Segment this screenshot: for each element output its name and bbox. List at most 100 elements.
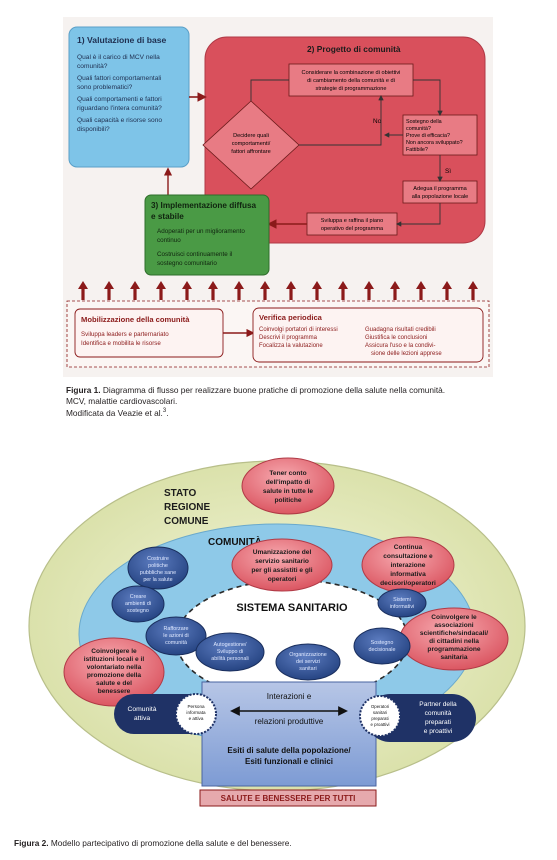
arrow-consider-decide xyxy=(250,79,289,101)
ist-bubble-l2: istituzioni locali e il xyxy=(84,656,145,663)
develop-l1: Sviluppa e raffina il piano xyxy=(321,218,383,224)
up-arrow-head xyxy=(78,281,88,289)
autog-l3: abilità personali xyxy=(211,656,248,662)
ist-bubble-l1: Coinvolgere le xyxy=(91,648,137,655)
human-bubble-l2: servizio sanitario xyxy=(255,558,309,565)
decide-l2: comportamenti/ xyxy=(232,141,271,147)
org-l2: dei servizi xyxy=(296,659,320,665)
up-arrow-head xyxy=(390,281,400,289)
bubble-supportive-environments xyxy=(111,585,165,623)
decide-diamond xyxy=(202,100,300,190)
cont-bubble-l1: Continua xyxy=(394,544,423,551)
up-arrow-shaft xyxy=(393,288,397,300)
assoc-bubble-l2: associazioni xyxy=(434,622,473,629)
figure1-caption-line3: Modificata da Veazie et al. xyxy=(66,407,163,418)
verification-title: Verifica periodica xyxy=(259,313,323,322)
informed-person-badge xyxy=(175,693,217,735)
interactions-l1: Interazioni e xyxy=(267,692,312,701)
figure1-caption-sup: 3 xyxy=(162,408,167,414)
assoc-bubble-l5: programmazione xyxy=(427,646,480,653)
cont-bubble-l2: consultazione e xyxy=(383,553,433,560)
up-arrow-head xyxy=(442,281,452,289)
top-bubble-l2: dell'impatto di xyxy=(266,479,311,486)
pol-l2: politiche xyxy=(148,563,168,569)
figure1-diagram: 1) Valutazione di base Qual è il carico … xyxy=(63,17,493,377)
arrow-adapt-develop xyxy=(395,203,441,227)
up-arrow-head xyxy=(364,281,374,289)
support-l2: comunità? xyxy=(406,126,431,132)
sost-l1: Sostegno xyxy=(371,640,394,646)
amb-l3: sostegno xyxy=(127,608,149,614)
figure1-caption: Figura 1. Diagramma di flusso per realiz… xyxy=(66,385,506,418)
up-arrow-head xyxy=(234,281,244,289)
up-arrow-head xyxy=(416,281,426,289)
figure1: 1) Valutazione di base Qual è il carico … xyxy=(63,17,493,377)
raff-l1: Rafforzare xyxy=(163,626,188,632)
operators-l2: sanitari xyxy=(373,710,387,715)
cont-bubble-l3: interazione xyxy=(391,562,426,569)
box3-title2: e stabile xyxy=(151,212,184,221)
up-arrow-head xyxy=(260,281,270,289)
consider-l3: strategie di programmazione xyxy=(316,86,387,92)
up-arrow-shaft xyxy=(263,288,267,300)
raff-l3: comunità xyxy=(165,640,187,646)
figure2-caption: Figura 2. Modello partecipativo di promo… xyxy=(14,838,544,849)
sist-l1: Sistemi xyxy=(393,597,411,603)
up-arrow-head xyxy=(104,281,114,289)
box3-l2: continuo xyxy=(157,237,181,244)
pol-l4: per la salute xyxy=(143,577,172,583)
consider-l1: Considerare la combinazione di obiettivi xyxy=(302,70,401,76)
operators-badge xyxy=(359,695,401,737)
box1-q4a: Quali capacità e risorse sono xyxy=(77,117,162,124)
bubble-local-institutions xyxy=(63,637,165,707)
up-arrow-head xyxy=(286,281,296,289)
up-arrow-shaft xyxy=(237,288,241,300)
active-community-l2: attiva xyxy=(134,715,150,722)
consider-l2: di cambiamento della comunità e di xyxy=(307,78,395,84)
amb-l2: ambienti di xyxy=(125,601,151,607)
bubble-self-management xyxy=(195,632,265,672)
box1-q1a: Qual è il carico di MCV nella xyxy=(77,54,160,61)
up-arrow-shaft xyxy=(419,288,423,300)
up-arrow-shaft xyxy=(315,288,319,300)
human-bubble-l3: per gli assistiti e gli xyxy=(251,567,312,574)
bubble-health-all-policies xyxy=(241,457,335,515)
up-arrow-shaft xyxy=(211,288,215,300)
box1-title: 1) Valutazione di base xyxy=(77,35,167,45)
box2-title: 2) Progetto di comunità xyxy=(307,44,401,54)
pol-l3: pubbliche sane xyxy=(140,570,176,576)
up-arrow-shaft xyxy=(289,288,293,300)
box3-l4: sostegno comunitario xyxy=(157,260,217,267)
figure1-caption-end: . xyxy=(166,407,169,418)
box1-q3b: riguardano l'intera comunità? xyxy=(77,105,162,112)
raff-l2: le azioni di xyxy=(163,633,188,639)
up-arrow-shaft xyxy=(341,288,345,300)
label-no: No xyxy=(373,118,382,125)
assoc-bubble-l1: Coinvolgere le xyxy=(431,614,477,621)
figure2: STATO REGIONE COMUNE COMUNITÀ SISTEMA SA… xyxy=(14,456,541,824)
bubble-community-action xyxy=(145,616,207,656)
up-arrow-head xyxy=(312,281,322,289)
amb-l1: Creare xyxy=(130,594,146,600)
autog-l2: Sviluppo di xyxy=(217,649,243,655)
bubble-service-organization xyxy=(275,643,341,681)
assoc-bubble-l3: scientifiche/sindacali/ xyxy=(420,630,488,637)
up-arrow-shaft xyxy=(81,288,85,300)
verification-box xyxy=(252,307,484,363)
up-arrow-shaft xyxy=(185,288,189,300)
bubble-decision-support xyxy=(353,627,411,665)
mobilization-title: Mobilizzazione della comunità xyxy=(81,315,190,324)
box1-q1b: comunità? xyxy=(77,63,108,70)
label-si: Sì xyxy=(445,168,451,175)
top-bubble-l1: Tener conto xyxy=(269,470,306,477)
box3-implementation xyxy=(144,194,270,276)
person-l2: informata xyxy=(186,710,206,715)
box3-l1: Adoperati per un miglioramento xyxy=(157,228,245,235)
operators-l4: e proattivi xyxy=(370,722,389,727)
verification-c2d: sione delle lezioni apprese xyxy=(371,351,442,357)
person-l3: e attiva xyxy=(189,716,204,721)
health-for-all-text: SALUTE E BENESSERE PER TUTTI xyxy=(221,794,356,803)
mobilization-l2: Identifica e mobilita le risorse xyxy=(81,340,161,347)
adapt-l1: Adegua il programma xyxy=(413,186,467,192)
up-arrow-shaft xyxy=(445,288,449,300)
